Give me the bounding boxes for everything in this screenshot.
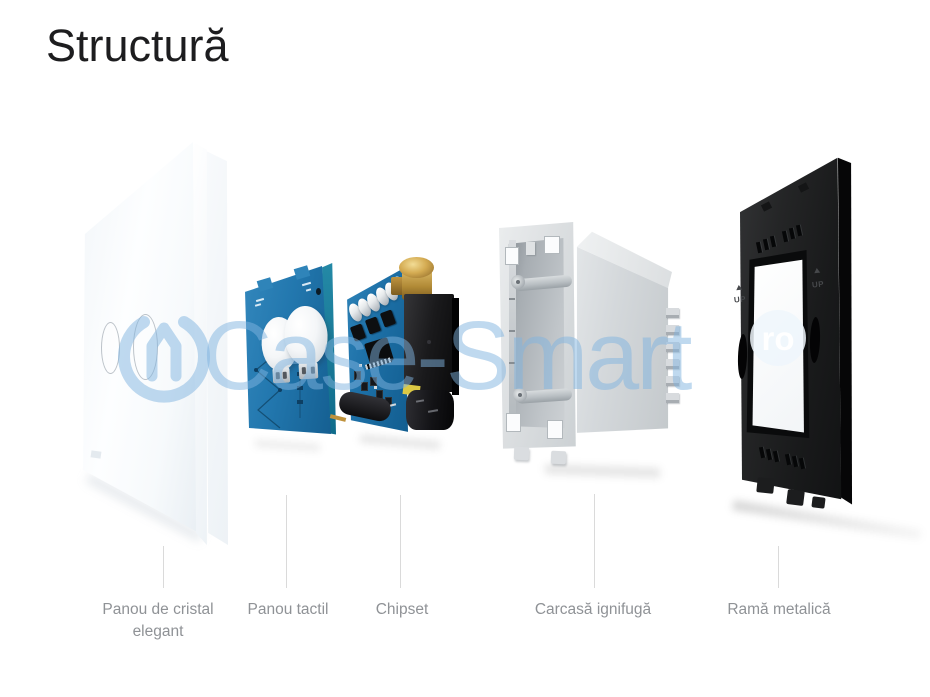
vent-tooth [666, 376, 679, 386]
case-rib [509, 362, 515, 364]
smd-component [362, 383, 367, 390]
chipset-shadow [359, 434, 441, 450]
touch-circle-right [133, 314, 158, 380]
vent-tooth [666, 308, 679, 318]
label-glass-panel: Panou de cristal elegant [102, 601, 214, 640]
flange-slot [506, 413, 521, 432]
panel-logo-mark [90, 450, 102, 459]
case-shadow [544, 463, 661, 479]
label-touch-panel: Panou tactil [247, 601, 329, 618]
frame-foot [811, 496, 826, 509]
label-chipset: Chipset [375, 601, 429, 618]
flange-slot [505, 247, 519, 265]
frame-up-marking: UP [811, 279, 825, 290]
case-foot [550, 450, 567, 465]
case-rib [509, 298, 515, 300]
spring-pin [301, 367, 306, 375]
case-foot [513, 446, 530, 461]
smd-component [377, 391, 382, 398]
up-arrow-icon [735, 284, 743, 291]
label-metal-frame: Ramă metalică [727, 601, 831, 618]
case-inner-wall [509, 240, 516, 428]
pcb-hole [316, 288, 321, 295]
frame-up-marking: UP [733, 294, 747, 305]
leader-line [286, 495, 287, 588]
flange-tab [526, 242, 535, 255]
frame-foot [756, 477, 775, 494]
capacitor-large [406, 390, 454, 430]
screw-hole [516, 280, 520, 284]
smd-component [371, 378, 376, 385]
glass-panel-backing [206, 151, 228, 545]
frame-opening [752, 259, 804, 433]
touch-spring-right [283, 304, 330, 383]
leader-line [400, 495, 401, 588]
vent-tooth [666, 325, 679, 335]
leader-line [778, 546, 779, 588]
up-arrow-icon [813, 267, 821, 274]
case-rib [509, 330, 515, 332]
vent-tooth [666, 342, 679, 352]
touch-circle-left [101, 322, 120, 374]
flange-slot [544, 236, 560, 254]
leader-line [594, 494, 595, 588]
leader-line [163, 546, 164, 588]
spring-pin [275, 372, 280, 380]
smd-component [374, 386, 377, 389]
vent-tooth [666, 359, 679, 369]
smd-component [355, 372, 360, 379]
page-title: Structură [46, 20, 229, 71]
label-fireproof-case: Carcasă ignifugă [534, 601, 652, 618]
vent-tooth [666, 393, 679, 403]
touch-spring-base [298, 362, 318, 380]
flange-slot [547, 420, 563, 439]
frame-shadow [732, 500, 922, 540]
touch-spring-dome [283, 304, 330, 368]
brass-terminal-cap [399, 257, 434, 278]
case-cavity [508, 237, 565, 429]
brass-terminal-small [391, 277, 403, 295]
relay-detail [427, 340, 431, 344]
screw-hole [518, 393, 522, 397]
touch-pcb-shadow [254, 439, 321, 452]
frame-foot [786, 489, 805, 506]
relay-box-side [452, 298, 459, 395]
spring-pin [310, 366, 315, 374]
smd-component [359, 364, 362, 367]
frame-side-edge [837, 157, 853, 505]
